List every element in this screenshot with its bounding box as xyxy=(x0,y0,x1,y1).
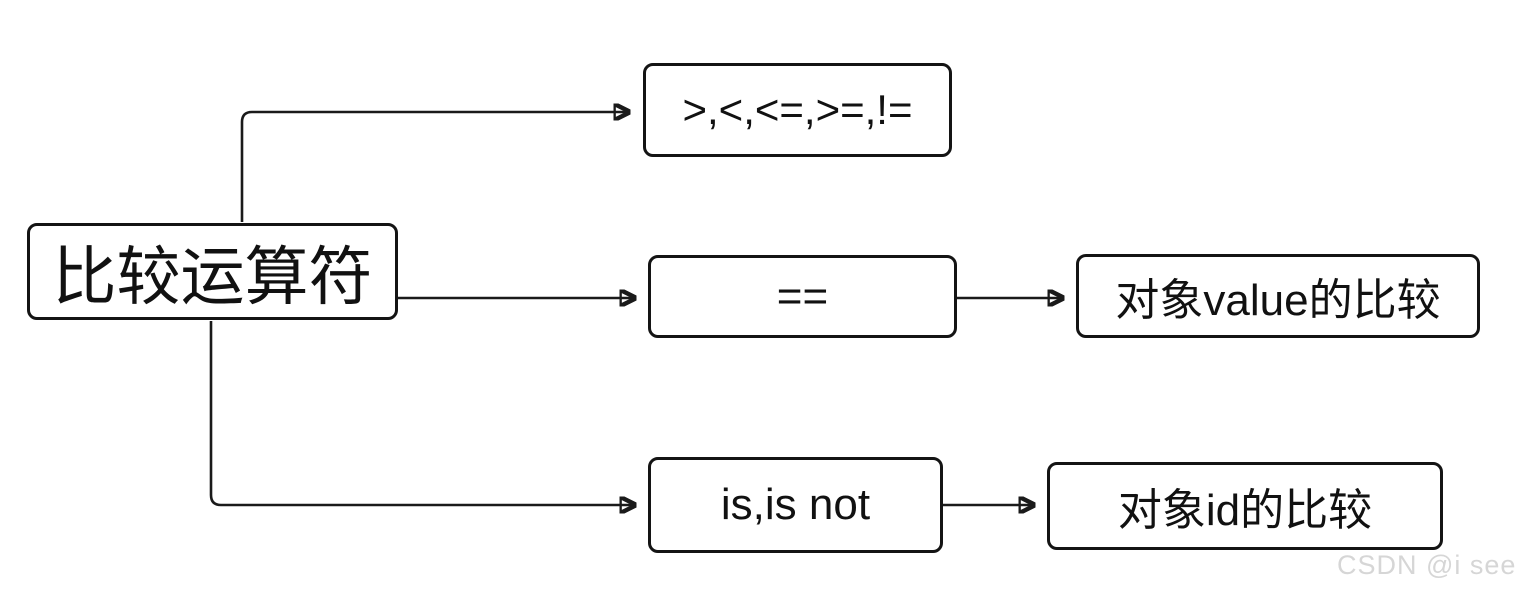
node-identity-operators: is,is not xyxy=(648,457,943,553)
node-id-comparison-label: 对象id的比较 xyxy=(1117,486,1373,535)
node-relational-operators: >,<,<=,>=,!= xyxy=(643,63,952,157)
csdn-watermark: CSDN @i see xyxy=(1337,550,1517,580)
connector-root-to-relational xyxy=(240,112,628,222)
node-equality-operator: == xyxy=(648,255,957,338)
node-value-comparison: 对象value的比较 xyxy=(1076,254,1480,338)
node-relational-operators-label: >,<,<=,>=,!= xyxy=(682,86,913,133)
connector-root-to-identity xyxy=(209,321,634,505)
node-comparison-operators-label: 比较运算符 xyxy=(52,240,373,313)
node-comparison-operators: 比较运算符 xyxy=(27,223,398,320)
node-identity-operators-label: is,is not xyxy=(720,480,871,529)
node-equality-operator-label: == xyxy=(776,271,829,321)
node-id-comparison: 对象id的比较 xyxy=(1047,462,1443,550)
node-value-comparison-label: 对象value的比较 xyxy=(1115,276,1441,325)
